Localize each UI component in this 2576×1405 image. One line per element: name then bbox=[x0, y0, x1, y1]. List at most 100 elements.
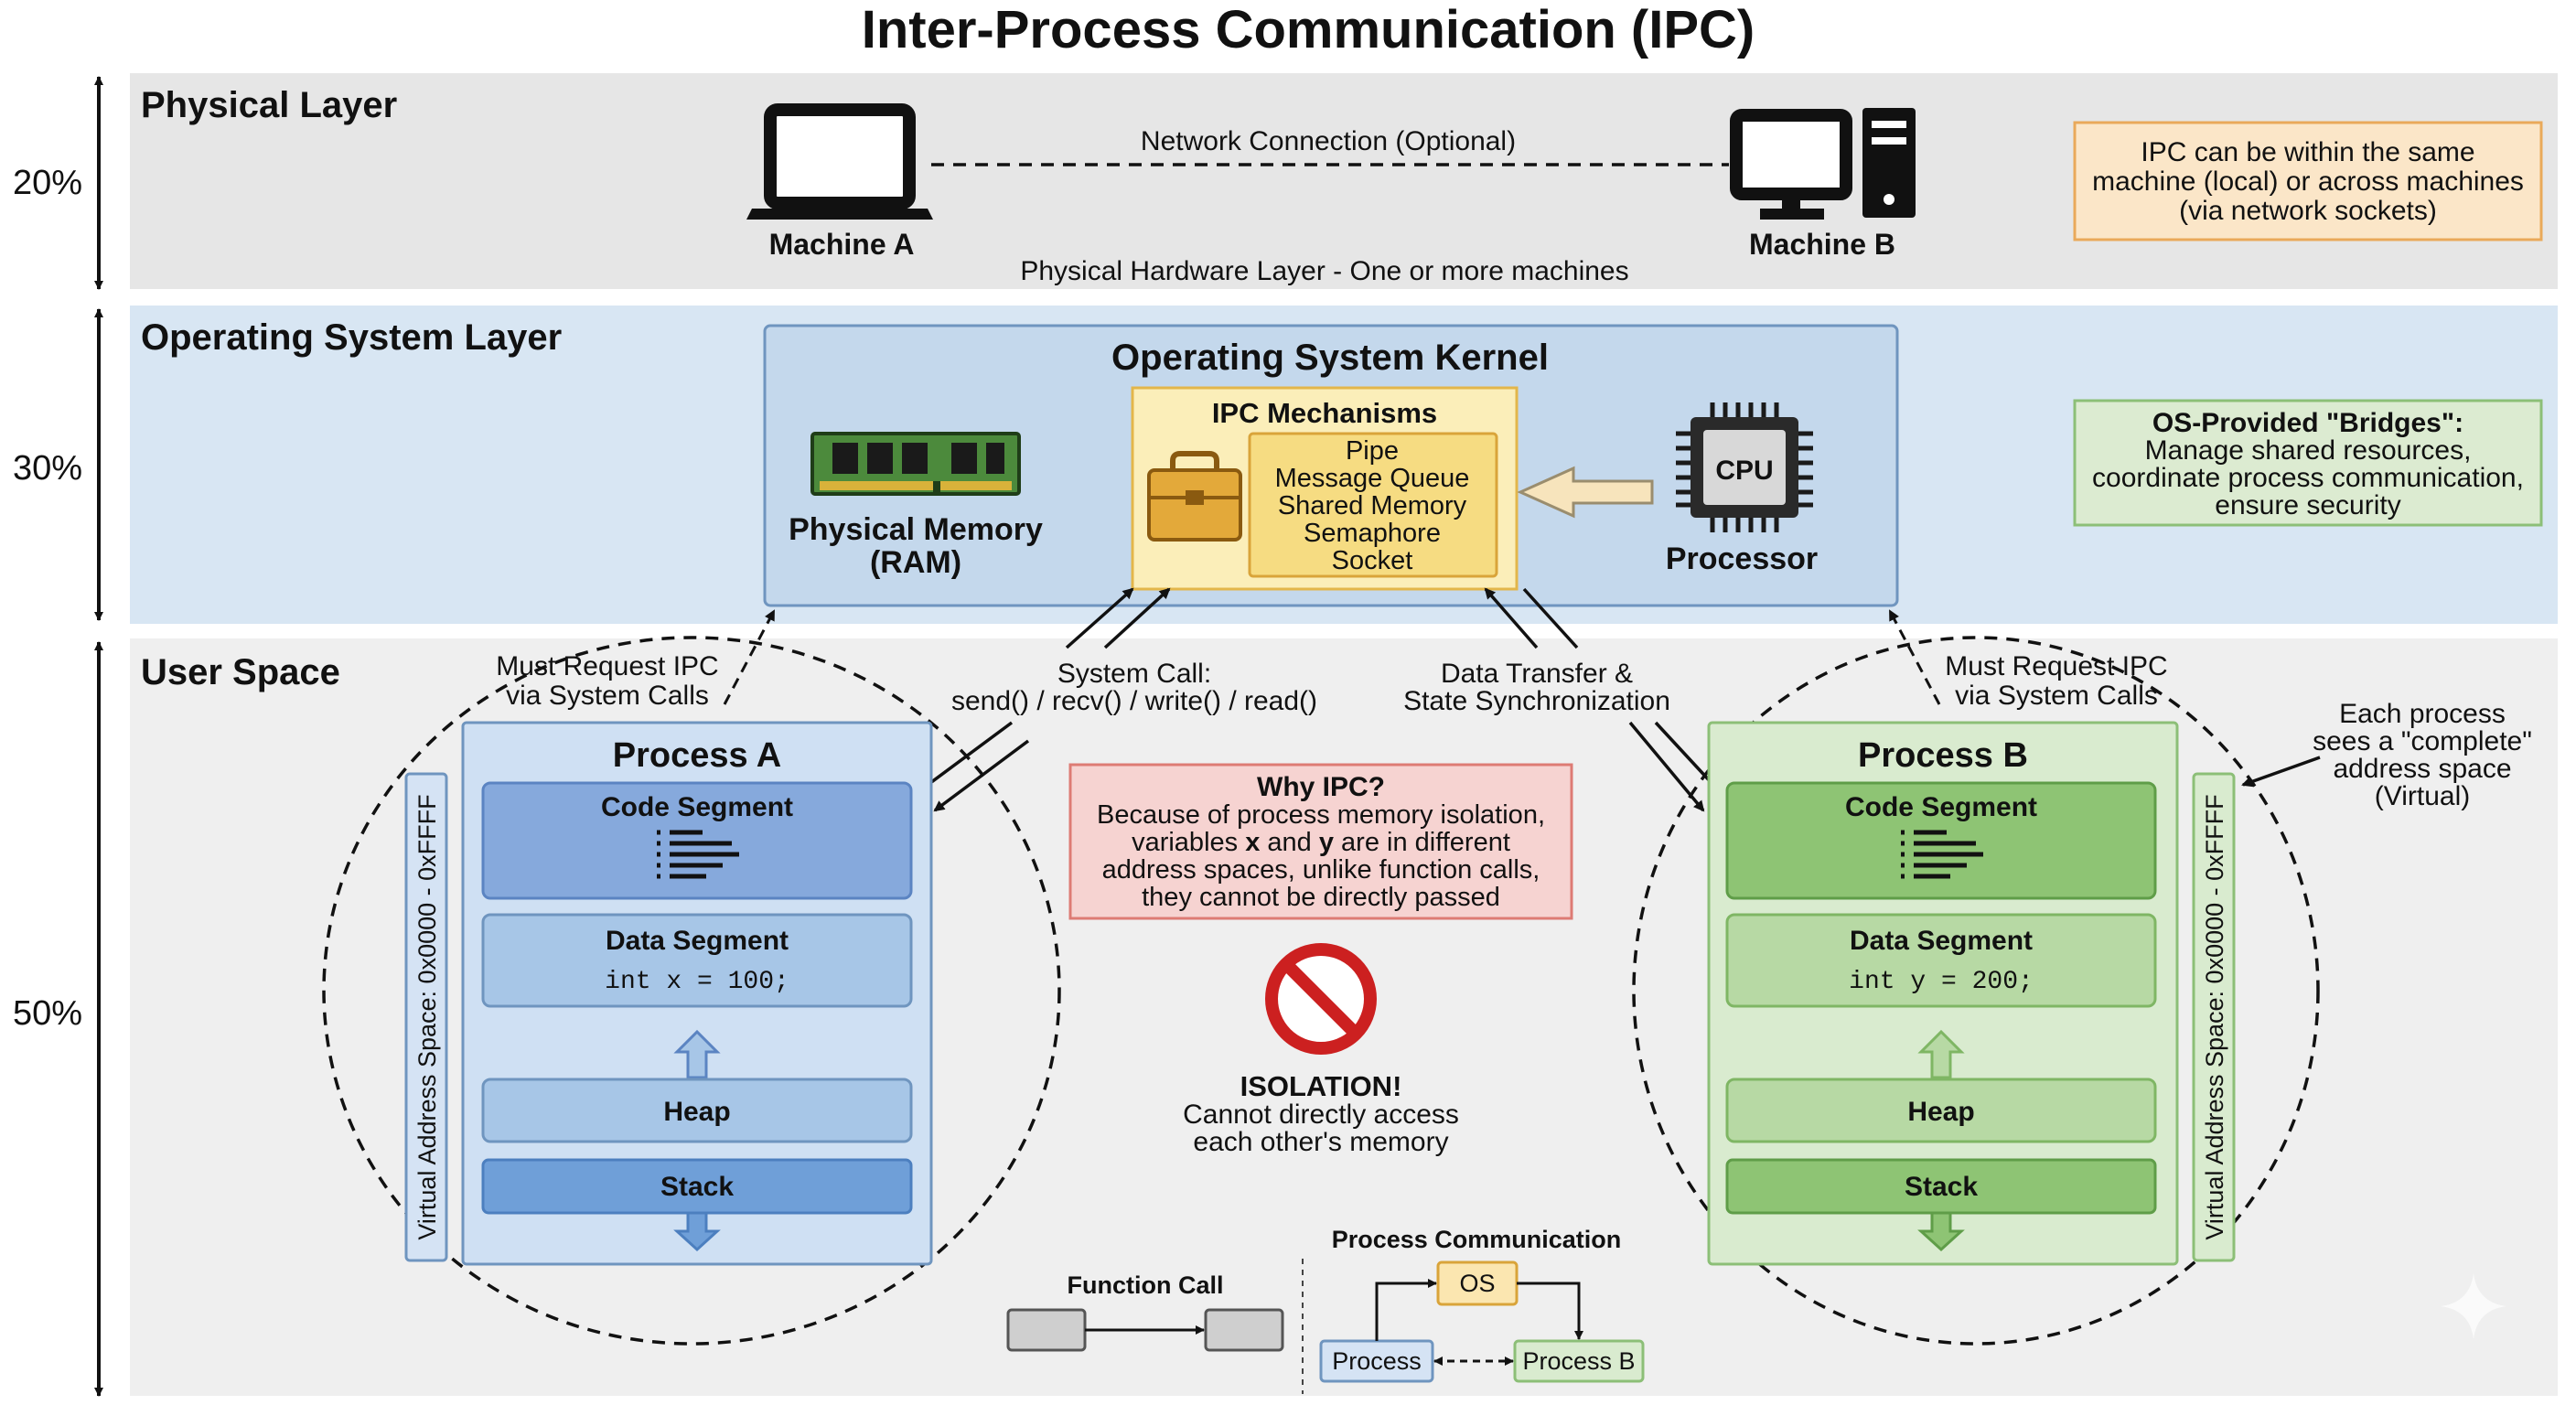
process-a-stack-grow-arrow bbox=[673, 1211, 721, 1252]
process-a-stack-label: Stack bbox=[660, 1172, 734, 1202]
process-a-data-segment bbox=[481, 913, 913, 1008]
scale-physical-label: 20% bbox=[13, 164, 82, 202]
process-a-heap-grow-arrow bbox=[673, 1029, 721, 1079]
scale-os-label: 30% bbox=[13, 449, 82, 488]
hardware-caption: Physical Hardware Layer - One or more ma… bbox=[1020, 256, 1628, 286]
syscall-arrow-1 bbox=[1065, 587, 1134, 649]
process-a-data-label: Data Segment bbox=[606, 926, 789, 956]
note-line-2: machine (local) or across machines bbox=[2092, 166, 2524, 197]
bridges-line-1: Manage shared resources, bbox=[2145, 435, 2472, 466]
why-ipc-line-4: they cannot be directly passed bbox=[1142, 883, 1500, 912]
ipc-mechanisms-title: IPC Mechanisms bbox=[1212, 397, 1437, 429]
must-request-left-line-2: via System Calls bbox=[506, 681, 709, 711]
function-call-box-right bbox=[1204, 1308, 1284, 1352]
must-request-right-line-2: via System Calls bbox=[1955, 681, 2158, 711]
isolation-title: ISOLATION! bbox=[1240, 1070, 1402, 1102]
process-b-data-label: Data Segment bbox=[1850, 926, 2033, 956]
cpu-to-ipc-arrow bbox=[1517, 466, 1654, 519]
isolation-line-2: each other's memory bbox=[1193, 1127, 1448, 1157]
process-a-code-icon bbox=[657, 830, 739, 879]
process-a-boundary bbox=[322, 636, 1061, 1346]
process-b-vas-label: Virtual Address Space: 0x0000 - 0xFFFF bbox=[2201, 794, 2228, 1239]
data-transfer-arrow-2 bbox=[1522, 587, 1579, 649]
why-ipc-line-2: variables x and y are in different bbox=[1132, 828, 1510, 857]
mechanism-pipe: Pipe bbox=[1346, 436, 1399, 466]
process-a-heap-label: Heap bbox=[663, 1097, 730, 1127]
isolation-line-1: Cannot directly access bbox=[1183, 1099, 1459, 1130]
processor-label: Processor bbox=[1666, 542, 1818, 576]
process-a-vas-label: Virtual Address Space: 0x0000 - 0xFFFF bbox=[413, 794, 441, 1239]
network-connection-label: Network Connection (Optional) bbox=[1141, 126, 1516, 156]
bridges-line-3: ensure security bbox=[2215, 490, 2400, 520]
ram-label-line-2: (RAM) bbox=[870, 545, 961, 580]
each-process-line-4: (Virtual) bbox=[2375, 781, 2470, 811]
process-a: Virtual Address Space: 0x0000 - 0xFFFF P… bbox=[404, 721, 933, 1266]
ipc-mechanism-list bbox=[1248, 432, 1498, 578]
syscall-arrow-2 bbox=[1103, 587, 1171, 649]
data-transfer-line-2: State Synchronization bbox=[1403, 686, 1670, 716]
sparkle-watermark-icon bbox=[2441, 1273, 2506, 1339]
why-ipc-title: Why IPC? bbox=[1257, 772, 1385, 802]
why-ipc-line-3: address spaces, unlike function calls, bbox=[1102, 855, 1540, 885]
process-b-heap-label: Heap bbox=[1907, 1097, 1974, 1127]
mechanism-message-queue: Message Queue bbox=[1275, 464, 1470, 493]
process-comm-title: Process Communication bbox=[1332, 1226, 1622, 1253]
process-b: Process B Code Segment Data Segment int … bbox=[1707, 721, 2236, 1266]
function-call-label: Function Call bbox=[1068, 1271, 1224, 1299]
os-bridges-note: OS-Provided "Bridges": Manage shared res… bbox=[2073, 399, 2543, 527]
scale-os: 30% bbox=[13, 308, 103, 621]
process-comm-left-label: Process bbox=[1332, 1347, 1422, 1375]
kernel-title: Operating System Kernel bbox=[1111, 338, 1549, 378]
process-a-code-segment bbox=[481, 781, 913, 900]
os-layer-label: Operating System Layer bbox=[141, 317, 562, 358]
process-comm-os-label: OS bbox=[1459, 1270, 1495, 1297]
process-b-stack-grow-arrow bbox=[1917, 1211, 1965, 1252]
syscall-link-2 bbox=[933, 739, 1030, 812]
mechanism-shared-memory: Shared Memory bbox=[1278, 491, 1467, 520]
toolbox-icon bbox=[1147, 451, 1242, 542]
process-comm-up-arrow bbox=[1375, 1279, 1437, 1341]
local-or-network-note: IPC can be within the same machine (loca… bbox=[2073, 121, 2543, 241]
function-call-box-left bbox=[1006, 1308, 1087, 1352]
process-a-vas-bar bbox=[404, 772, 448, 1262]
each-process-line-1: Each process bbox=[2339, 699, 2506, 729]
process-b-heap bbox=[1725, 1078, 2157, 1143]
process-b-data-segment bbox=[1725, 913, 2157, 1008]
process-b-boundary bbox=[1632, 636, 2320, 1346]
note-line-1: IPC can be within the same bbox=[2141, 137, 2474, 167]
process-b-heap-grow-arrow bbox=[1917, 1029, 1965, 1079]
data-transfer-arrow-1 bbox=[1484, 587, 1539, 649]
must-request-left-line-1: Must Request IPC bbox=[496, 651, 718, 681]
process-b-stack-label: Stack bbox=[1905, 1172, 1978, 1202]
prohibited-icon bbox=[1265, 943, 1377, 1055]
machine-a-label: Machine A bbox=[769, 228, 915, 261]
each-process-line-3: address space bbox=[2333, 754, 2511, 784]
cpu-icon bbox=[1676, 402, 1813, 532]
system-call-line-1: System Call: bbox=[1057, 659, 1211, 689]
process-comm-right-label: Process B bbox=[1522, 1347, 1635, 1375]
process-comm-down-arrow bbox=[1517, 1282, 1583, 1340]
process-b-code-segment bbox=[1725, 781, 2157, 900]
physical-layer-label: Physical Layer bbox=[141, 85, 397, 125]
must-request-right-line-1: Must Request IPC bbox=[1945, 651, 2167, 681]
diagram-title: Inter-Process Communication (IPC) bbox=[862, 0, 1755, 59]
process-a-variable: int x = 100; bbox=[605, 968, 789, 996]
note-line-3: (via network sockets) bbox=[2179, 196, 2437, 226]
each-process-line-2: sees a "complete" bbox=[2313, 726, 2532, 756]
data-transfer-link-1 bbox=[1628, 721, 1705, 812]
data-transfer-line-1: Data Transfer & bbox=[1441, 659, 1633, 689]
scale-user: 50% bbox=[13, 641, 103, 1397]
why-ipc-box: Why IPC? Because of process memory isola… bbox=[1068, 763, 1573, 920]
process-a-title: Process A bbox=[613, 736, 781, 775]
scale-physical: 20% bbox=[13, 76, 103, 290]
user-space-label: User Space bbox=[141, 652, 340, 692]
desktop-computer-icon bbox=[1730, 108, 1916, 220]
each-process-arrow bbox=[2241, 756, 2321, 788]
process-a-code-label: Code Segment bbox=[601, 792, 793, 822]
process-b-code-icon bbox=[1901, 830, 1983, 879]
ram-icon bbox=[810, 432, 1021, 496]
system-call-line-2: send() / recv() / write() / read() bbox=[951, 686, 1317, 716]
bridges-line-2: coordinate process communication, bbox=[2092, 463, 2524, 493]
process-b-code-label: Code Segment bbox=[1845, 792, 2037, 822]
